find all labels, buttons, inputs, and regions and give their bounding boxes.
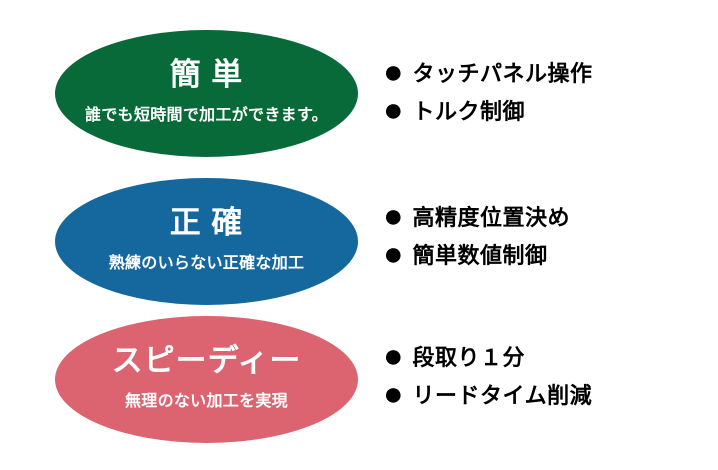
bullet-icon: ●	[383, 197, 404, 235]
feature-bullet-list: ● 段取り１分 ● リードタイム削減	[383, 337, 592, 413]
bullet-icon: ●	[383, 337, 404, 375]
feature-subtitle: 熟練のいらない正確な加工	[108, 255, 305, 272]
feature-bullet-list: ● 高精度位置決め ● 簡単数値制御	[383, 197, 570, 273]
bullet-icon: ●	[383, 235, 404, 273]
list-item: ● タッチパネル操作	[383, 53, 593, 91]
bullet-icon: ●	[383, 375, 404, 413]
list-item: ● トルク制御	[383, 91, 593, 129]
list-item: ● 簡単数値制御	[383, 235, 570, 273]
bullet-icon: ●	[383, 53, 404, 91]
bullet-label: 段取り１分	[412, 345, 526, 370]
feature-bullet-list: ● タッチパネル操作 ● トルク制御	[383, 53, 593, 129]
feature-subtitle: 無理のない加工を実現	[124, 393, 288, 410]
list-item: ● リードタイム削減	[383, 375, 592, 413]
feature-ellipse-speedy: スピーディー 無理のない加工を実現	[55, 316, 358, 443]
feature-subtitle: 誰でも短時間で加工ができます。	[85, 107, 328, 124]
bullet-icon: ●	[383, 91, 404, 129]
list-item: ● 段取り１分	[383, 337, 592, 375]
feature-title: スピーディー	[111, 343, 302, 378]
bullet-label: 簡単数値制御	[412, 243, 548, 268]
bullet-label: リードタイム削減	[412, 383, 593, 408]
bullet-label: トルク制御	[412, 99, 526, 124]
list-item: ● 高精度位置決め	[383, 197, 570, 235]
feature-title: 正 確	[169, 205, 244, 240]
bullet-label: タッチパネル操作	[412, 61, 593, 86]
bullet-label: 高精度位置決め	[412, 205, 571, 230]
feature-ellipse-accurate: 正 確 熟練のいらない正確な加工	[55, 178, 358, 305]
feature-ellipse-easy: 簡 単 誰でも短時間で加工ができます。	[55, 30, 358, 157]
feature-title: 簡 単	[169, 57, 244, 92]
